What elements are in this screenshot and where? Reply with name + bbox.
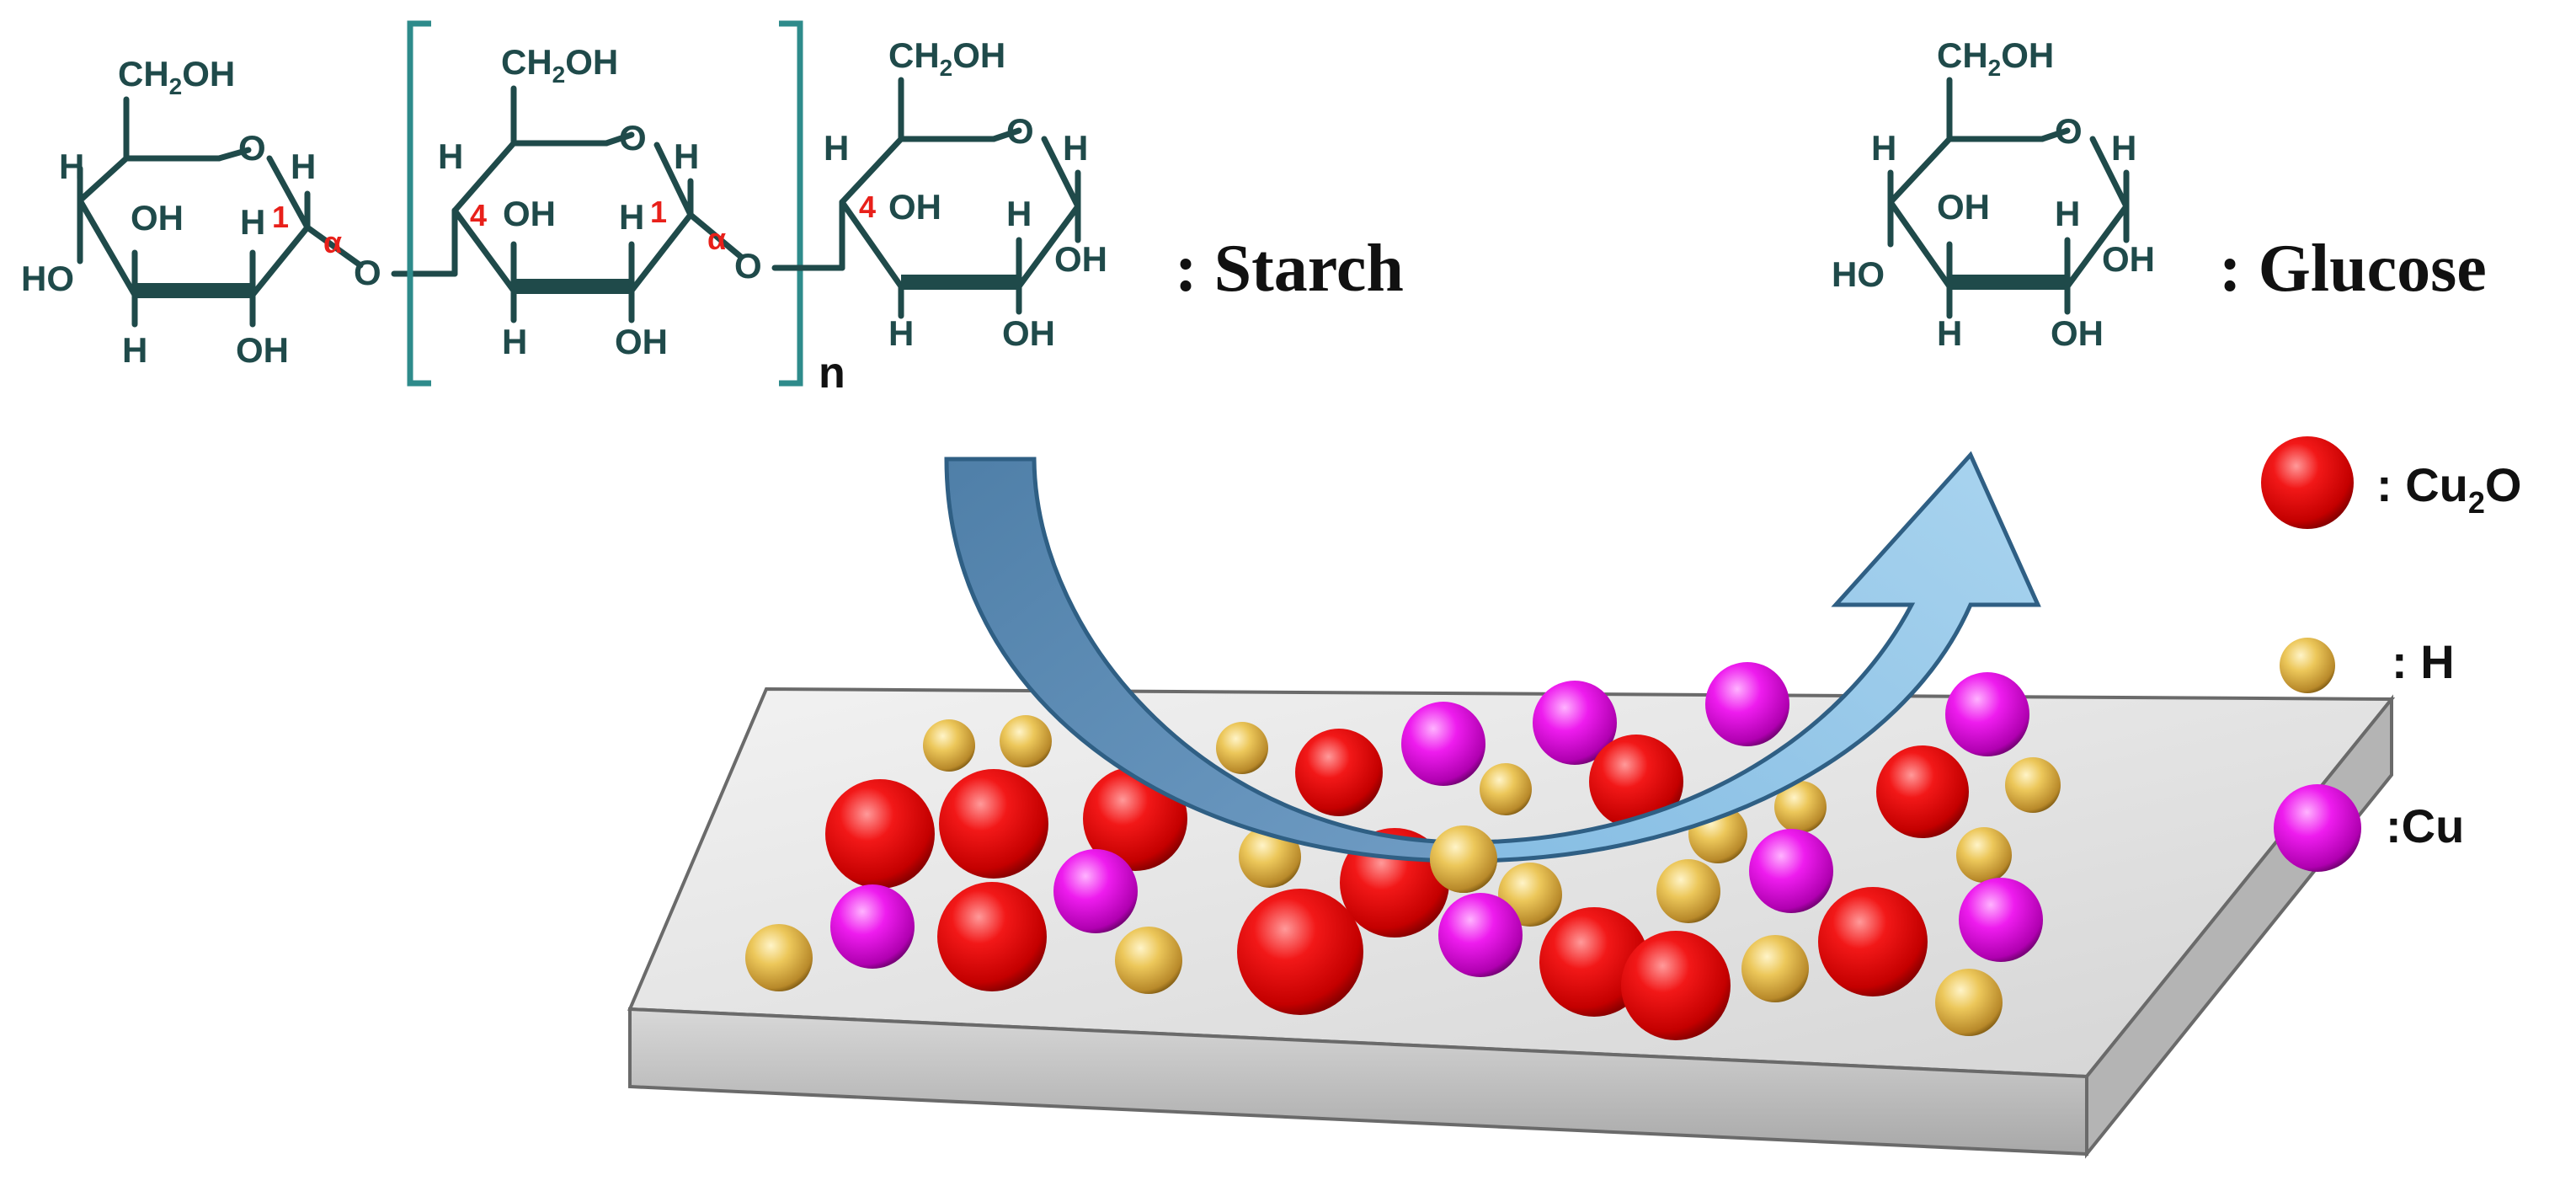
oh-label: OH: [2102, 239, 2155, 279]
cu2o-particle: [1621, 931, 1731, 1040]
ho-label: HO: [1832, 254, 1885, 294]
cu2o-particle: [825, 779, 935, 889]
cu-atom: [1959, 878, 2043, 962]
cu-atom: [1945, 672, 2029, 756]
oh-label: OH: [1002, 313, 1055, 353]
repeat-count-n: n: [819, 349, 845, 398]
legend-label-cu2o: : Cu2O: [2376, 458, 2521, 520]
ch2oh-label: CH2OH: [1937, 35, 2054, 81]
glucose-structure: CH2OH O H H OH H OH HO H OH : Glucose: [1832, 35, 2487, 353]
h-label: H: [2111, 128, 2136, 168]
h-label: H: [122, 330, 147, 370]
carbon-position-1: 1: [650, 195, 667, 229]
carbon-position-4: 4: [470, 198, 487, 232]
cu-swatch: [2274, 784, 2361, 872]
ch2oh-label: CH2OH: [888, 35, 1005, 81]
cu2o-swatch: [2261, 436, 2354, 529]
h-atom: [1115, 927, 1182, 994]
carbon-position-1: 1: [272, 200, 289, 234]
ring-oxygen: O: [1006, 111, 1034, 151]
glucose-unit-2: CH2OH O H H 4 OH H 1 α H OH O: [438, 42, 845, 361]
oh-label: OH: [131, 198, 184, 238]
h-atom: [2005, 757, 2061, 813]
h-atom: [1656, 859, 1720, 923]
h-swatch: [2280, 638, 2335, 693]
starch-structure: CH2OH O H H OH H 1 α HO H OH O n: [21, 20, 1404, 398]
cu-atom: [1705, 662, 1789, 746]
legend-item-h: : H: [2280, 635, 2455, 693]
oh-label: OH: [888, 187, 941, 227]
h-atom: [1774, 781, 1827, 833]
h-label: H: [1063, 128, 1088, 168]
h-label: H: [240, 202, 265, 242]
cu2o-particle: [1295, 729, 1383, 816]
glycosidic-oxygen: O: [734, 246, 762, 286]
h-atom: [745, 924, 813, 991]
cu-atom: [1533, 681, 1617, 765]
h-label: H: [2055, 194, 2080, 233]
h-label: H: [438, 136, 463, 176]
glucose-unit-1: CH2OH O H H OH H 1 α HO H OH O: [21, 54, 458, 370]
h-label: H: [291, 147, 316, 186]
alpha-label: α: [707, 222, 726, 256]
cu-atom: [830, 884, 915, 969]
cu-atom: [1053, 849, 1138, 933]
h-atom: [1216, 722, 1268, 774]
cu2o-particle: [1818, 887, 1928, 996]
h-atom: [1935, 969, 2003, 1036]
oh-label: OH: [615, 322, 668, 361]
glucose-unit-3: CH2OH O H H 4 OH H OH H OH: [824, 35, 1107, 353]
h-label: H: [1871, 128, 1896, 168]
h-label: H: [1937, 313, 1962, 353]
h-label: H: [824, 128, 849, 168]
ch2oh-label: CH2OH: [118, 54, 235, 99]
cu-atom: [1749, 829, 1833, 913]
ring-oxygen: O: [238, 128, 266, 168]
cu2o-particle: [939, 769, 1048, 879]
cu2o-particle: [1876, 745, 1969, 838]
repeat-bracket-left: [407, 20, 431, 387]
h-label: H: [1006, 194, 1032, 233]
oh-label: OH: [1937, 187, 1990, 227]
legend-label-cu: :Cu: [2386, 799, 2464, 852]
ring-oxygen: O: [2055, 111, 2083, 151]
glycosidic-oxygen: O: [354, 253, 381, 292]
h-atom: [1741, 935, 1809, 1002]
cu-atom: [1438, 893, 1523, 977]
oh-label: OH: [1054, 239, 1107, 279]
h-label: H: [59, 147, 84, 186]
h-atom: [1480, 763, 1532, 815]
starch-label: : Starch: [1175, 232, 1404, 306]
carbon-position-4: 4: [859, 190, 876, 224]
legend-label-h: : H: [2392, 635, 2455, 688]
h-atom: [1430, 825, 1497, 893]
arrow-ascending-limb: [1463, 451, 2041, 863]
alpha-label: α: [323, 225, 342, 259]
ring-oxygen: O: [619, 118, 647, 158]
cu2o-particle: [1237, 889, 1363, 1015]
h-atom: [1956, 827, 2012, 883]
h-atom: [923, 719, 975, 772]
repeat-bracket-right: [779, 20, 803, 387]
h-label: H: [888, 313, 914, 353]
glucose-label: : Glucose: [2219, 232, 2487, 306]
h-label: H: [502, 322, 527, 361]
particles-back: [745, 662, 2061, 1040]
oh-label: OH: [236, 330, 289, 370]
legend-item-cu2o: : Cu2O: [2261, 436, 2521, 529]
h-label: H: [674, 136, 699, 176]
ho-label: HO: [21, 259, 74, 298]
cu2o-particle: [937, 882, 1047, 991]
h-label: H: [619, 197, 644, 237]
oh-label: OH: [503, 194, 556, 233]
reaction-arrow: [944, 451, 2041, 893]
cu-atom: [1401, 702, 1485, 786]
ch2oh-label: CH2OH: [501, 42, 618, 88]
oh-label: OH: [2051, 313, 2104, 353]
h-atom: [1000, 715, 1052, 767]
legend: : Cu2O : H :Cu: [2261, 436, 2521, 872]
cu2o-particle: [1589, 735, 1683, 829]
legend-item-cu: :Cu: [2274, 784, 2464, 872]
